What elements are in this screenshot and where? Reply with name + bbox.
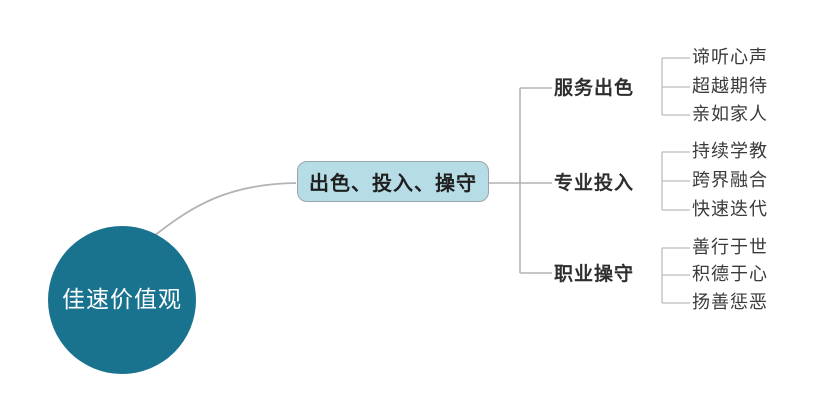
center-topic-label: 出色、投入、操守	[309, 171, 477, 195]
branch-node-ethics[interactable]: 职业操守	[554, 263, 635, 285]
leaf-node[interactable]: 持续学教	[692, 141, 768, 162]
branch-node-professional[interactable]: 专业投入	[554, 172, 635, 194]
leaf-node[interactable]: 亲如家人	[692, 104, 768, 125]
leaf-node[interactable]: 谛听心声	[692, 47, 768, 68]
leaf-node[interactable]: 超越期待	[692, 76, 768, 97]
branch3-leaf-bracket	[661, 247, 690, 304]
center-branch-bracket	[489, 87, 552, 274]
root-connector-curve	[153, 182, 297, 237]
root-node-values[interactable]: 佳速价值观	[48, 226, 196, 374]
leaf-node[interactable]: 善行于世	[692, 237, 768, 258]
leaf-node[interactable]: 快速迭代	[692, 199, 768, 220]
branch-node-service[interactable]: 服务出色	[554, 77, 635, 99]
root-node-label: 佳速价值观	[62, 287, 182, 313]
center-topic-node[interactable]: 出色、投入、操守	[297, 161, 489, 202]
branch1-leaf-bracket	[661, 57, 690, 116]
leaf-node[interactable]: 扬善惩恶	[692, 292, 768, 313]
leaf-node[interactable]: 积德于心	[692, 264, 768, 285]
branch2-leaf-bracket	[661, 151, 690, 211]
leaf-node[interactable]: 跨界融合	[692, 170, 768, 191]
